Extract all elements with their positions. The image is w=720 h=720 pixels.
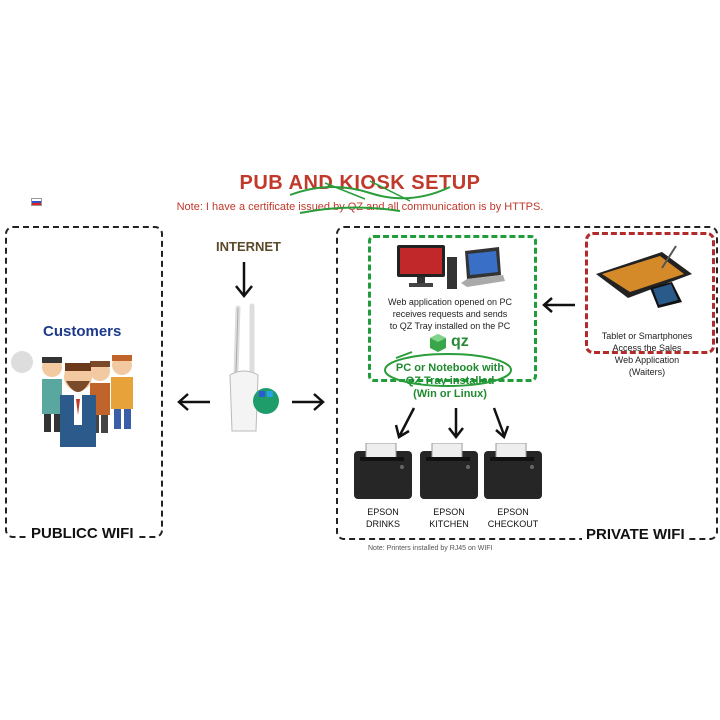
flag-icon (31, 198, 42, 206)
customers-label: Customers (43, 323, 122, 340)
arrow-down-icon (235, 262, 253, 299)
qz-cube-icon (430, 334, 446, 352)
pc-description: Web application opened on PC receives re… (388, 297, 512, 331)
pc-box (368, 235, 537, 382)
router-icon (229, 303, 279, 432)
public-wifi-label: PUBLICC WIFI (27, 525, 138, 542)
arrow-down-icon (448, 408, 464, 440)
receipt-printer-icon (354, 442, 412, 499)
arrow-down-left-icon (394, 407, 416, 439)
receipt-printer-icon (484, 442, 542, 499)
arrow-down-right-icon (492, 407, 510, 440)
printer-arrows (394, 407, 510, 440)
scribble-annotation (289, 180, 451, 214)
printer-footnote: Note: Printers installed by RJ45 on WIFI (368, 545, 493, 552)
private-wifi-zone (336, 226, 718, 540)
pc-and-laptop-icon (397, 245, 505, 289)
diagram-title: PUB AND KIOSK SETUP (239, 172, 481, 194)
private-wifi-label: PRIVATE WIFI (582, 526, 689, 543)
customers-illustration-icon (11, 351, 133, 447)
internet-label: INTERNET (216, 239, 281, 254)
receipt-printer-icon (420, 442, 478, 499)
arrow-left-icon (177, 393, 210, 411)
arrow-left-icon (542, 297, 575, 313)
tablet-description: Tablet or Smartphones Access the Sales W… (601, 331, 693, 377)
tablet-box (585, 232, 715, 354)
tablet-smartphone-icon (596, 245, 692, 308)
pc-label-scribble (384, 351, 512, 387)
arrow-right-icon (292, 393, 325, 411)
qz-logo: qz (429, 333, 479, 353)
